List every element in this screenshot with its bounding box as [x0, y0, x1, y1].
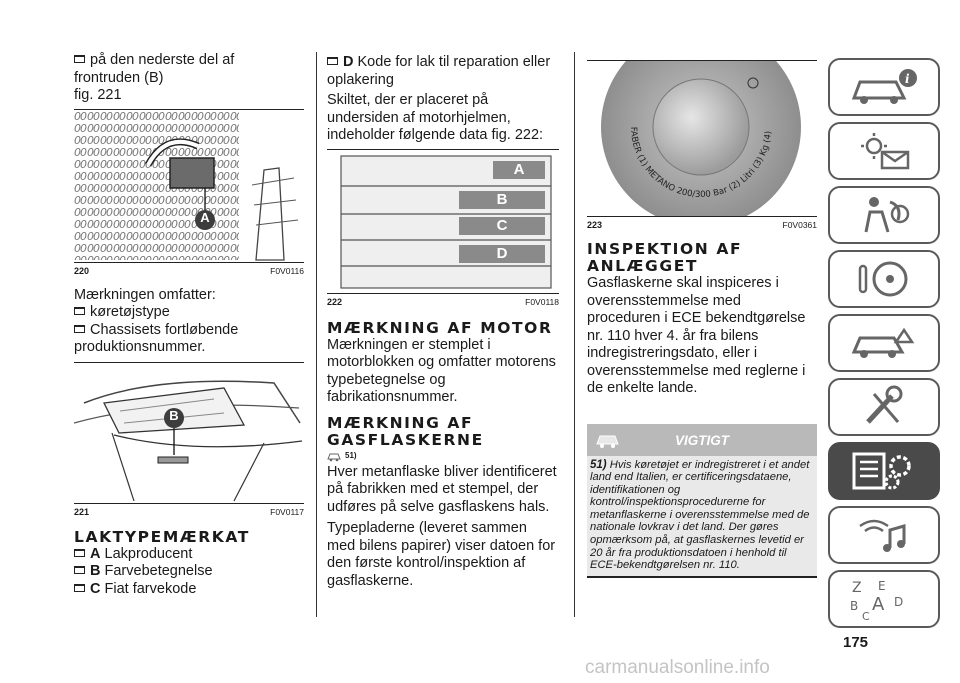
figure-id: F0V0116 [270, 265, 304, 276]
marking-intro: Mærkningen omfatter: [74, 286, 216, 303]
bullet-icon [327, 57, 338, 65]
figure-id: F0V0118 [525, 296, 559, 307]
warning-body: 51) Hvis køretøjet er indregistreret i e… [587, 455, 817, 578]
section-heading: MÆRKNING AF [327, 413, 474, 432]
section-heading-line2: ANLÆGGET [587, 257, 699, 275]
figure-221: B [73, 361, 304, 504]
watermark: carmanualsonline.info [585, 657, 770, 678]
column-divider [574, 52, 575, 617]
tab-maintenance[interactable] [828, 378, 940, 436]
paragraph: Skiltet, der er placeret på undersiden a… [327, 92, 544, 143]
plate-label-a: A [513, 160, 525, 178]
bullet-icon [74, 548, 85, 557]
car-info-icon: i [851, 69, 917, 104]
bullet-icon [74, 324, 85, 333]
tab-car-info[interactable]: i [828, 58, 940, 116]
figure-221-caption: 221 F0V0117 [74, 507, 304, 517]
figure-222: A B C D [327, 148, 559, 294]
car-breakdown-icon [851, 327, 915, 358]
section-heading-line2: GASFLASKERNE [327, 430, 484, 449]
svg-text:D: D [894, 595, 903, 609]
tab-safety[interactable] [828, 186, 940, 244]
fig-ref-line: fig. 221 [74, 87, 122, 103]
technical-specs-icon [852, 452, 911, 490]
warning-car-icon [327, 453, 341, 461]
tab-dashboard[interactable] [828, 122, 940, 180]
bullet-icon [74, 583, 85, 592]
figure-223-caption: 223 F0V0361 [587, 220, 817, 230]
column-right: FABER (1) METANO 200/300 Bar (2) Litri (… [587, 27, 817, 578]
section-heading: LAKTYPEMÆRKAT [74, 527, 250, 546]
warning-box: VIGTIGT 51) Hvis køretøjet er indregistr… [587, 423, 817, 578]
list-item: C Fiat farvekode [74, 581, 304, 599]
intro-line: på den nederste del af frontruden (B) [74, 52, 235, 86]
figure-number: 221 [74, 506, 90, 517]
list-item: B Farvebetegnelse [74, 563, 304, 581]
section-heading: INSPEKTION AF [587, 240, 743, 258]
svg-text:Z: Z [852, 580, 862, 596]
bullet-item: Chassisets fortløbende [74, 322, 304, 340]
tab-starting-driving[interactable] [828, 250, 940, 308]
paragraph: Mærkningen er stemplet i motorblokken og… [327, 336, 556, 406]
warning-header: VIGTIGT [587, 423, 817, 456]
bullet-icon [74, 566, 85, 574]
column-divider [316, 52, 317, 617]
figure-222-caption: 222 F0V0118 [327, 297, 559, 307]
paint-plate-illustration [340, 154, 552, 289]
tab-emergency[interactable] [828, 314, 940, 372]
bullet-item: køretøjstype [74, 304, 304, 322]
paragraph: Hver metanflaske bliver identificeret på… [327, 463, 557, 515]
list-item: D Kode for lak til reparation eller [327, 54, 559, 72]
warning-title: VIGTIGT [675, 432, 729, 448]
figure-220: 0 0 A [74, 108, 304, 263]
svg-text:C: C [862, 610, 870, 622]
plate-label-b: B [496, 190, 508, 208]
warning-text: Hvis køretøjet er indregistreret i et an… [590, 458, 810, 572]
svg-text:A: A [872, 594, 885, 615]
paragraph: Typepladerne (leveret sammen med bilens … [327, 520, 556, 589]
list-item-continued: oplakering [327, 71, 394, 88]
callout-b: B [169, 407, 179, 423]
warning-car-icon [596, 435, 619, 448]
column-middle: D Kode for lak til reparation eller opla… [327, 54, 559, 590]
steering-wheel-key-icon [858, 261, 908, 297]
svg-text:B: B [850, 599, 858, 613]
list-item: A Lakproducent [74, 546, 304, 564]
warning-number: 51) [590, 458, 607, 471]
warning-reference: 51) [327, 450, 559, 462]
tab-multimedia[interactable] [828, 506, 940, 564]
wrench-service-icon [866, 385, 903, 424]
multimedia-icon [859, 519, 906, 552]
page-number: 175 [842, 634, 869, 651]
figure-id: F0V0361 [782, 220, 818, 230]
safety-airbag-icon [864, 197, 910, 233]
dashboard-illustration [73, 379, 303, 501]
bullet-icon [74, 307, 85, 315]
tab-technical-data[interactable] [828, 442, 940, 500]
paragraph: Gasflaskerne skal inspiceres i overensst… [587, 275, 806, 396]
figure-220-caption: 220 F0V0116 [74, 266, 304, 276]
svg-text:E: E [878, 579, 886, 593]
plate-label-d: D [496, 244, 508, 262]
svg-text:i: i [905, 72, 910, 86]
section-heading: MÆRKNING AF MOTOR [327, 318, 553, 337]
callout-a: A [200, 209, 210, 225]
bullet-item-continued: produktionsnummer. [74, 339, 206, 355]
plate-label-c: C [496, 216, 508, 234]
bullet-icon [74, 55, 85, 63]
figure-number: 222 [327, 296, 343, 307]
column-left: på den nederste del af frontruden (B) fi… [73, 52, 304, 599]
dashboard-lights-icon [861, 133, 910, 170]
windshield-illustration: 0 0 [74, 111, 299, 261]
figure-number: 220 [74, 265, 90, 276]
figure-id: F0V0117 [270, 506, 304, 517]
figure-223: FABER (1) METANO 200/300 Bar (2) Litri (… [587, 27, 817, 227]
gas-cylinder-stamp-illustration: FABER (1) METANO 200/300 Bar (2) Litri (… [601, 27, 801, 227]
figure-number: 223 [587, 220, 603, 230]
